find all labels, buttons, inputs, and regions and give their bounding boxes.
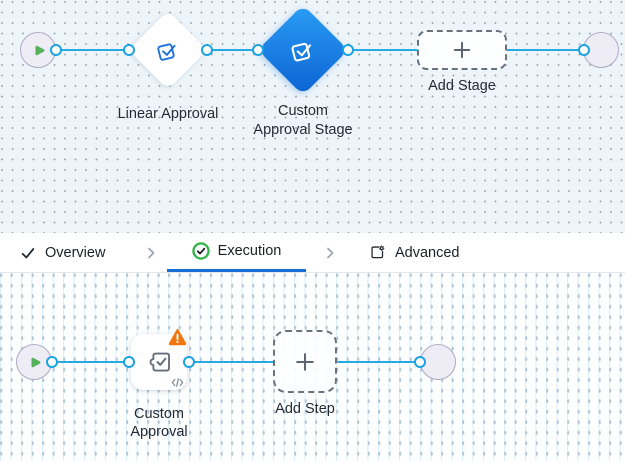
add-step-label: Add Step (275, 401, 335, 417)
add-stage-button[interactable] (417, 30, 507, 70)
stage-label-linear-approval: Linear Approval (117, 106, 219, 122)
connector-port[interactable] (252, 44, 264, 56)
stage-node-linear-approval[interactable] (128, 10, 208, 90)
tab-label: Overview (45, 244, 106, 261)
step-canvas[interactable]: Custom Approval Add Step (0, 273, 625, 461)
end-node[interactable] (420, 344, 456, 380)
edge (207, 48, 260, 52)
step-label-custom-line2: Approval (130, 424, 188, 440)
edge (189, 360, 274, 364)
puzzle-check-icon (144, 347, 174, 377)
add-stage-label: Add Stage (428, 78, 496, 94)
tab-execution[interactable]: Execution (167, 233, 306, 272)
connector-port[interactable] (46, 356, 58, 368)
plus-icon (293, 350, 317, 374)
plus-icon (451, 39, 473, 61)
connector-port[interactable] (342, 44, 354, 56)
approval-check-icon (155, 37, 182, 64)
tab-label: Advanced (395, 244, 460, 261)
stage-tab-bar: Overview Execution Advanced (0, 233, 625, 273)
end-node[interactable] (583, 32, 619, 68)
edge (337, 360, 420, 364)
play-icon (28, 355, 43, 370)
warning-triangle-icon (167, 326, 188, 347)
check-icon (20, 245, 36, 261)
tab-advanced[interactable]: Advanced (369, 233, 460, 272)
chevron-right-icon (143, 233, 159, 272)
add-step-button[interactable] (273, 330, 337, 393)
page-gear-icon (369, 244, 386, 261)
connector-port[interactable] (578, 44, 590, 56)
connector-port[interactable] (123, 44, 135, 56)
stage-label-custom-line1: Custom (278, 103, 328, 119)
stage-canvas[interactable]: Linear Approval Custom Approval Stage Ad… (0, 0, 625, 233)
start-node[interactable] (20, 32, 56, 68)
connector-port[interactable] (123, 356, 135, 368)
edge (52, 360, 129, 364)
check-circle-icon (191, 242, 210, 260)
connector-port[interactable] (414, 356, 426, 368)
edge (506, 48, 585, 52)
edge (347, 48, 418, 52)
connector-port[interactable] (183, 356, 195, 368)
edge (56, 48, 130, 52)
code-toggle-icon[interactable] (171, 377, 184, 388)
connector-port[interactable] (50, 44, 62, 56)
tab-overview[interactable]: Overview (20, 233, 105, 272)
chevron-right-icon (322, 233, 338, 272)
approval-check-icon (289, 36, 318, 65)
stage-node-custom-approval-stage[interactable] (257, 4, 349, 96)
play-icon (32, 43, 47, 58)
stage-label-custom-line2: Approval Stage (253, 122, 353, 138)
tab-label: Execution (217, 243, 282, 259)
step-label-custom-line1: Custom (134, 406, 184, 422)
connector-port[interactable] (201, 44, 213, 56)
